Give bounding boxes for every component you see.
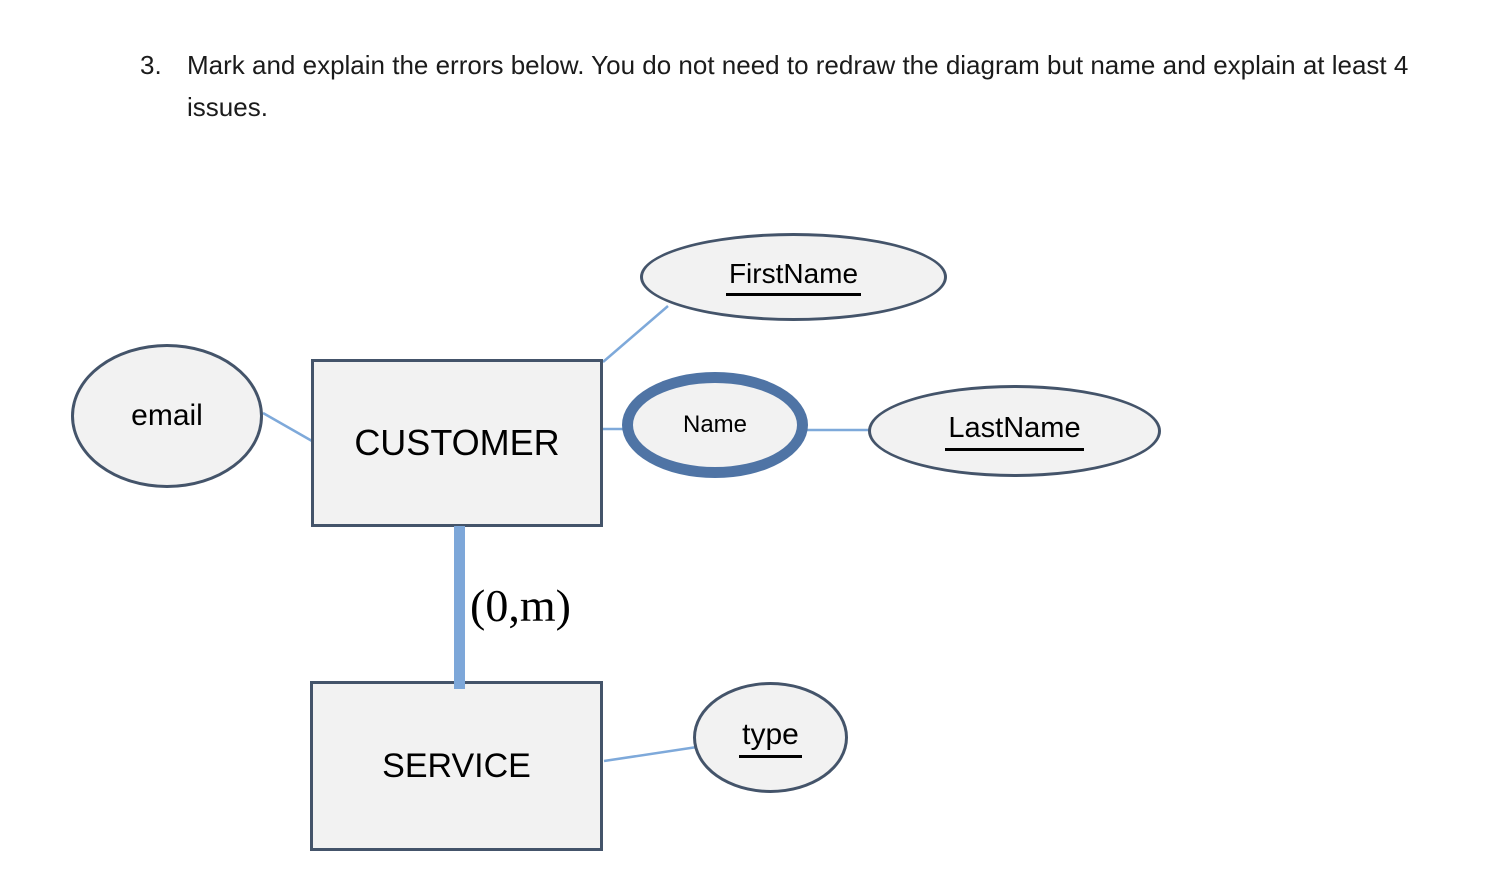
attribute-email: email — [71, 344, 263, 488]
question-number: 3. — [140, 50, 162, 80]
connector-service-type — [603, 745, 698, 763]
attribute-lastname-label: LastName — [945, 412, 1084, 451]
entity-service: SERVICE — [310, 681, 603, 851]
connector-firstname-customer — [602, 305, 669, 363]
attribute-type: type — [693, 682, 848, 793]
entity-service-label: SERVICE — [382, 746, 531, 785]
attribute-name: Name — [622, 372, 808, 478]
entity-customer-label: CUSTOMER — [354, 422, 560, 463]
attribute-type-label: type — [739, 718, 802, 758]
relationship-line-customer-service — [454, 526, 465, 689]
attribute-lastname: LastName — [868, 385, 1161, 477]
connector-email-customer — [262, 411, 313, 443]
attribute-name-label: Name — [682, 411, 748, 438]
attribute-firstname: FirstName — [640, 233, 947, 321]
entity-customer: CUSTOMER — [311, 359, 603, 527]
attribute-firstname-label: FirstName — [725, 258, 862, 296]
cardinality-label: (0,m) — [470, 580, 571, 631]
attribute-email-label: email — [131, 399, 203, 432]
question-text: Mark and explain the errors below. You d… — [187, 50, 1409, 122]
question: 3. Mark and explain the errors below. Yo… — [140, 44, 1472, 128]
